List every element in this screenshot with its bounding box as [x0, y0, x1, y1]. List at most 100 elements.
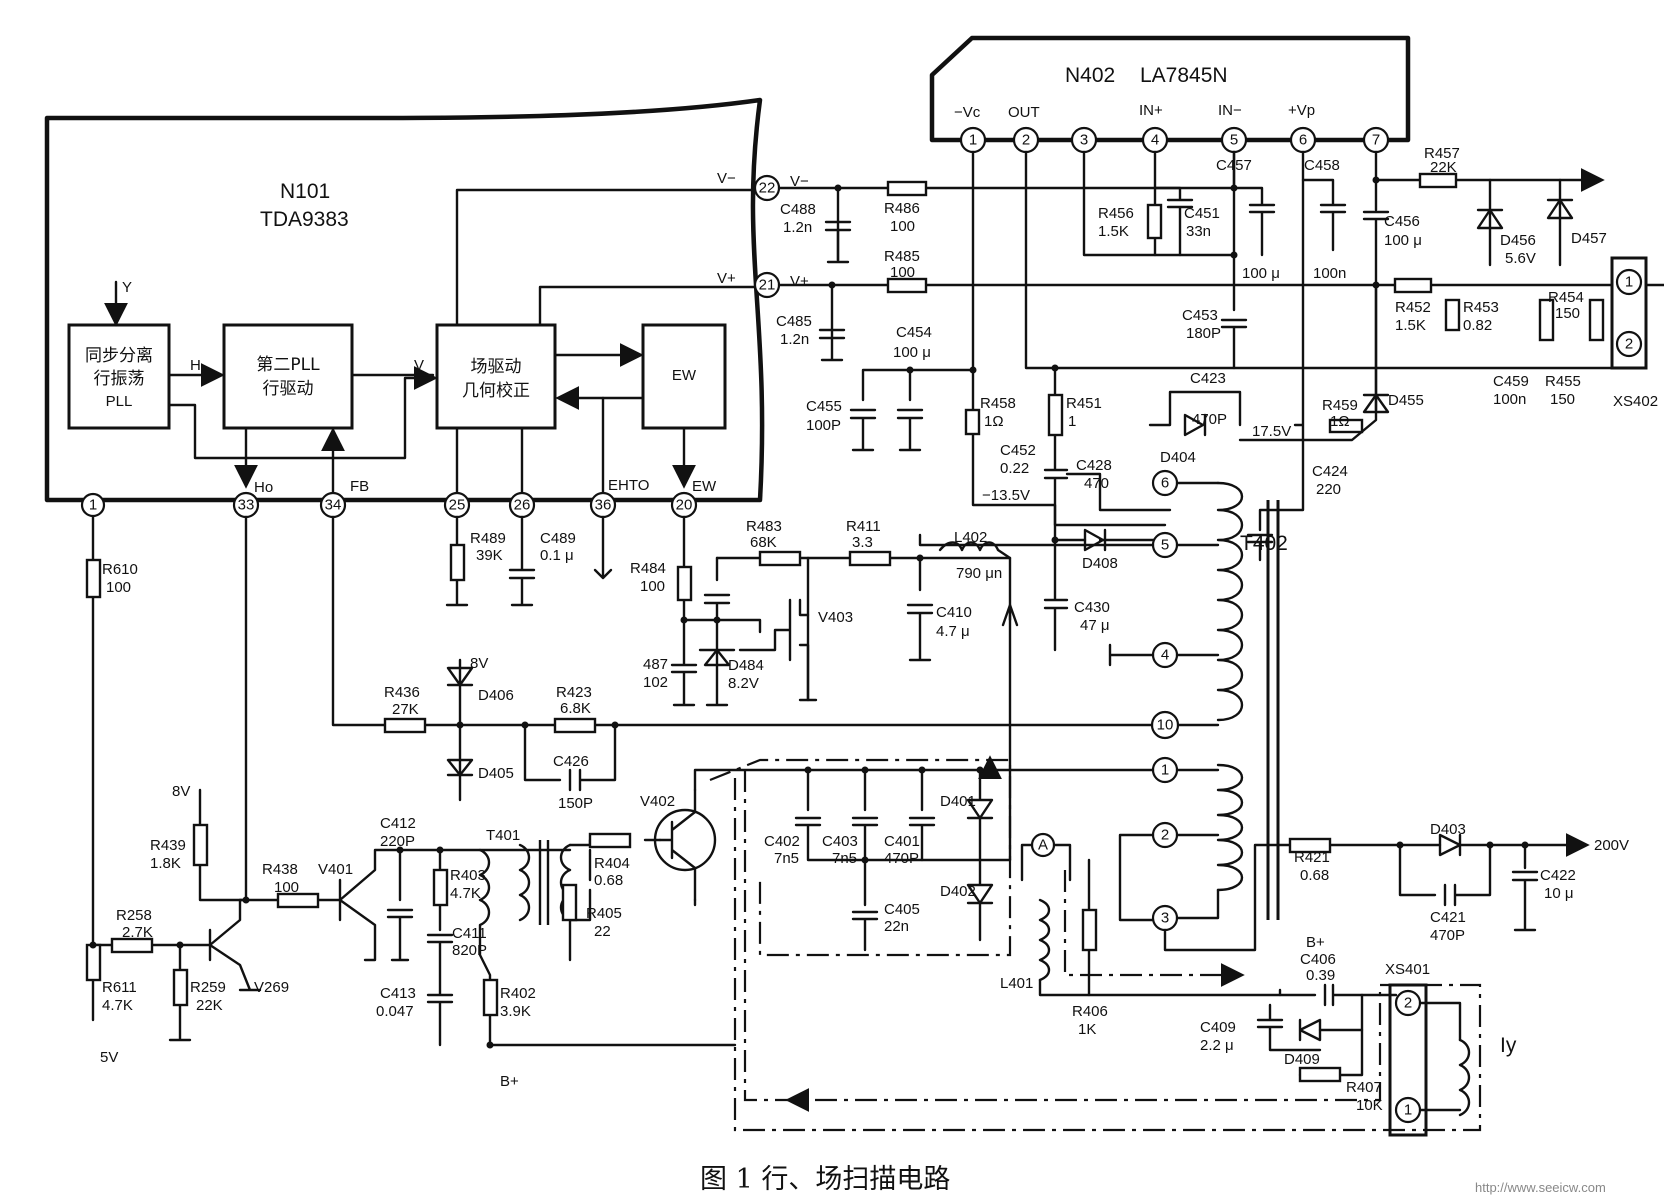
r489: [449, 543, 466, 582]
svg-text:33n: 33n: [1186, 223, 1211, 240]
svg-text:34: 34: [325, 497, 342, 514]
svg-text:470P: 470P: [884, 850, 919, 867]
signal-y-label: Y: [122, 279, 132, 296]
r439: [192, 823, 209, 867]
svg-text:C401: C401: [884, 833, 920, 850]
svg-text:R457: R457: [1424, 145, 1460, 162]
svg-text:D484: D484: [728, 657, 764, 674]
svg-text:100n: 100n: [1493, 391, 1526, 408]
r458: [964, 408, 981, 436]
t402-label: T402: [1240, 532, 1288, 555]
svg-text:102: 102: [643, 674, 668, 691]
svg-text:36: 36: [595, 497, 612, 514]
svg-text:C403: C403: [822, 833, 858, 850]
svg-text:R453: R453: [1463, 299, 1499, 316]
n101-internal-wiring: [104, 188, 762, 502]
svg-text:100: 100: [640, 578, 665, 595]
svg-text:+Vp: +Vp: [1288, 102, 1315, 119]
svg-text:V402: V402: [640, 793, 675, 810]
svg-text:5: 5: [1230, 132, 1238, 149]
signal-ho-label: Ho: [254, 479, 273, 496]
svg-text:7n5: 7n5: [832, 850, 857, 867]
svg-text:行驱动: 行驱动: [263, 379, 314, 399]
signal-ew-label: EW: [692, 478, 717, 495]
svg-text:R459: R459: [1322, 397, 1358, 414]
svg-text:R489: R489: [470, 530, 506, 547]
svg-text:C485: C485: [776, 313, 812, 330]
n101-part: TDA9383: [260, 208, 349, 231]
svg-text:100 μ: 100 μ: [1242, 265, 1280, 282]
junctions: [89, 176, 1529, 1049]
svg-text:C405: C405: [884, 901, 920, 918]
svg-text:10: 10: [1157, 717, 1174, 734]
svg-text:R438: R438: [262, 861, 298, 878]
r452: [1393, 277, 1433, 294]
svg-text:487: 487: [643, 656, 668, 673]
svg-text:R483: R483: [746, 518, 782, 535]
svg-text:150: 150: [1550, 391, 1575, 408]
svg-text:R406: R406: [1072, 1003, 1108, 1020]
current-path-dashed: [709, 758, 1482, 1132]
svg-text:100P: 100P: [806, 417, 841, 434]
svg-text:1: 1: [1161, 762, 1169, 779]
svg-text:22: 22: [759, 180, 776, 197]
svg-text:R436: R436: [384, 684, 420, 701]
svg-text:D403: D403: [1430, 821, 1466, 838]
svg-text:10 μ: 10 μ: [1544, 885, 1574, 902]
r486: [886, 180, 928, 197]
r453: [1444, 298, 1461, 332]
svg-text:26: 26: [514, 497, 531, 514]
horizontal-output: A: [693, 603, 1282, 997]
svg-text:0.68: 0.68: [594, 872, 623, 889]
svg-text:470P: 470P: [1192, 411, 1227, 428]
svg-text:XS402: XS402: [1613, 393, 1658, 410]
svg-text:D406: D406: [478, 687, 514, 704]
svg-text:7: 7: [1372, 132, 1380, 149]
svg-text:同步分离: 同步分离: [85, 346, 153, 366]
svg-text:200V: 200V: [1594, 837, 1629, 854]
svg-text:C422: C422: [1540, 867, 1576, 884]
svg-text:180P: 180P: [1186, 325, 1221, 342]
svg-text:C413: C413: [380, 985, 416, 1002]
svg-text:R259: R259: [190, 979, 226, 996]
block-sync-separator: 同步分离 行振荡 PLL: [67, 323, 171, 430]
svg-text:3.3: 3.3: [852, 534, 873, 551]
svg-text:行振荡: 行振荡: [94, 369, 145, 389]
svg-text:7n5: 7n5: [774, 850, 799, 867]
svg-text:L401: L401: [1000, 975, 1033, 992]
svg-text:场驱动: 场驱动: [471, 357, 522, 377]
yoke-section: 2 1: [1256, 983, 1471, 1137]
svg-text:C411: C411: [452, 925, 487, 942]
svg-text:R611: R611: [102, 979, 137, 996]
svg-text:100: 100: [890, 218, 915, 235]
svg-text:V401: V401: [318, 861, 353, 878]
svg-text:C423: C423: [1190, 370, 1226, 387]
svg-text:C428: C428: [1076, 457, 1112, 474]
svg-text:22n: 22n: [884, 918, 909, 935]
svg-text:0.047: 0.047: [376, 1003, 414, 1020]
svg-text:4.7K: 4.7K: [450, 885, 481, 902]
svg-text:22K: 22K: [1430, 159, 1457, 176]
svg-text:0.68: 0.68: [1300, 867, 1329, 884]
svg-text:1: 1: [1625, 274, 1633, 291]
svg-text:8V: 8V: [470, 655, 488, 672]
svg-text:6: 6: [1299, 132, 1307, 149]
svg-text:1.8K: 1.8K: [150, 855, 181, 872]
svg-text:IN−: IN−: [1218, 102, 1242, 119]
svg-text:8.2V: 8.2V: [728, 675, 759, 692]
svg-text:几何校正: 几何校正: [462, 381, 530, 401]
svg-text:R258: R258: [116, 907, 152, 924]
svg-text:2: 2: [1161, 827, 1169, 844]
xs402-connector: 1 2: [1610, 256, 1648, 370]
arrows: [785, 755, 1245, 1112]
svg-text:C459: C459: [1493, 373, 1529, 390]
svg-text:C426: C426: [553, 753, 589, 770]
t401-v402: [518, 788, 717, 962]
svg-text:3.9K: 3.9K: [500, 1003, 531, 1020]
svg-text:0.1 μ: 0.1 μ: [540, 547, 574, 564]
svg-text:4: 4: [1151, 132, 1159, 149]
svg-text:D408: D408: [1082, 555, 1118, 572]
svg-text:22K: 22K: [196, 997, 223, 1014]
r455: [1588, 298, 1605, 342]
svg-text:820P: 820P: [452, 942, 487, 959]
